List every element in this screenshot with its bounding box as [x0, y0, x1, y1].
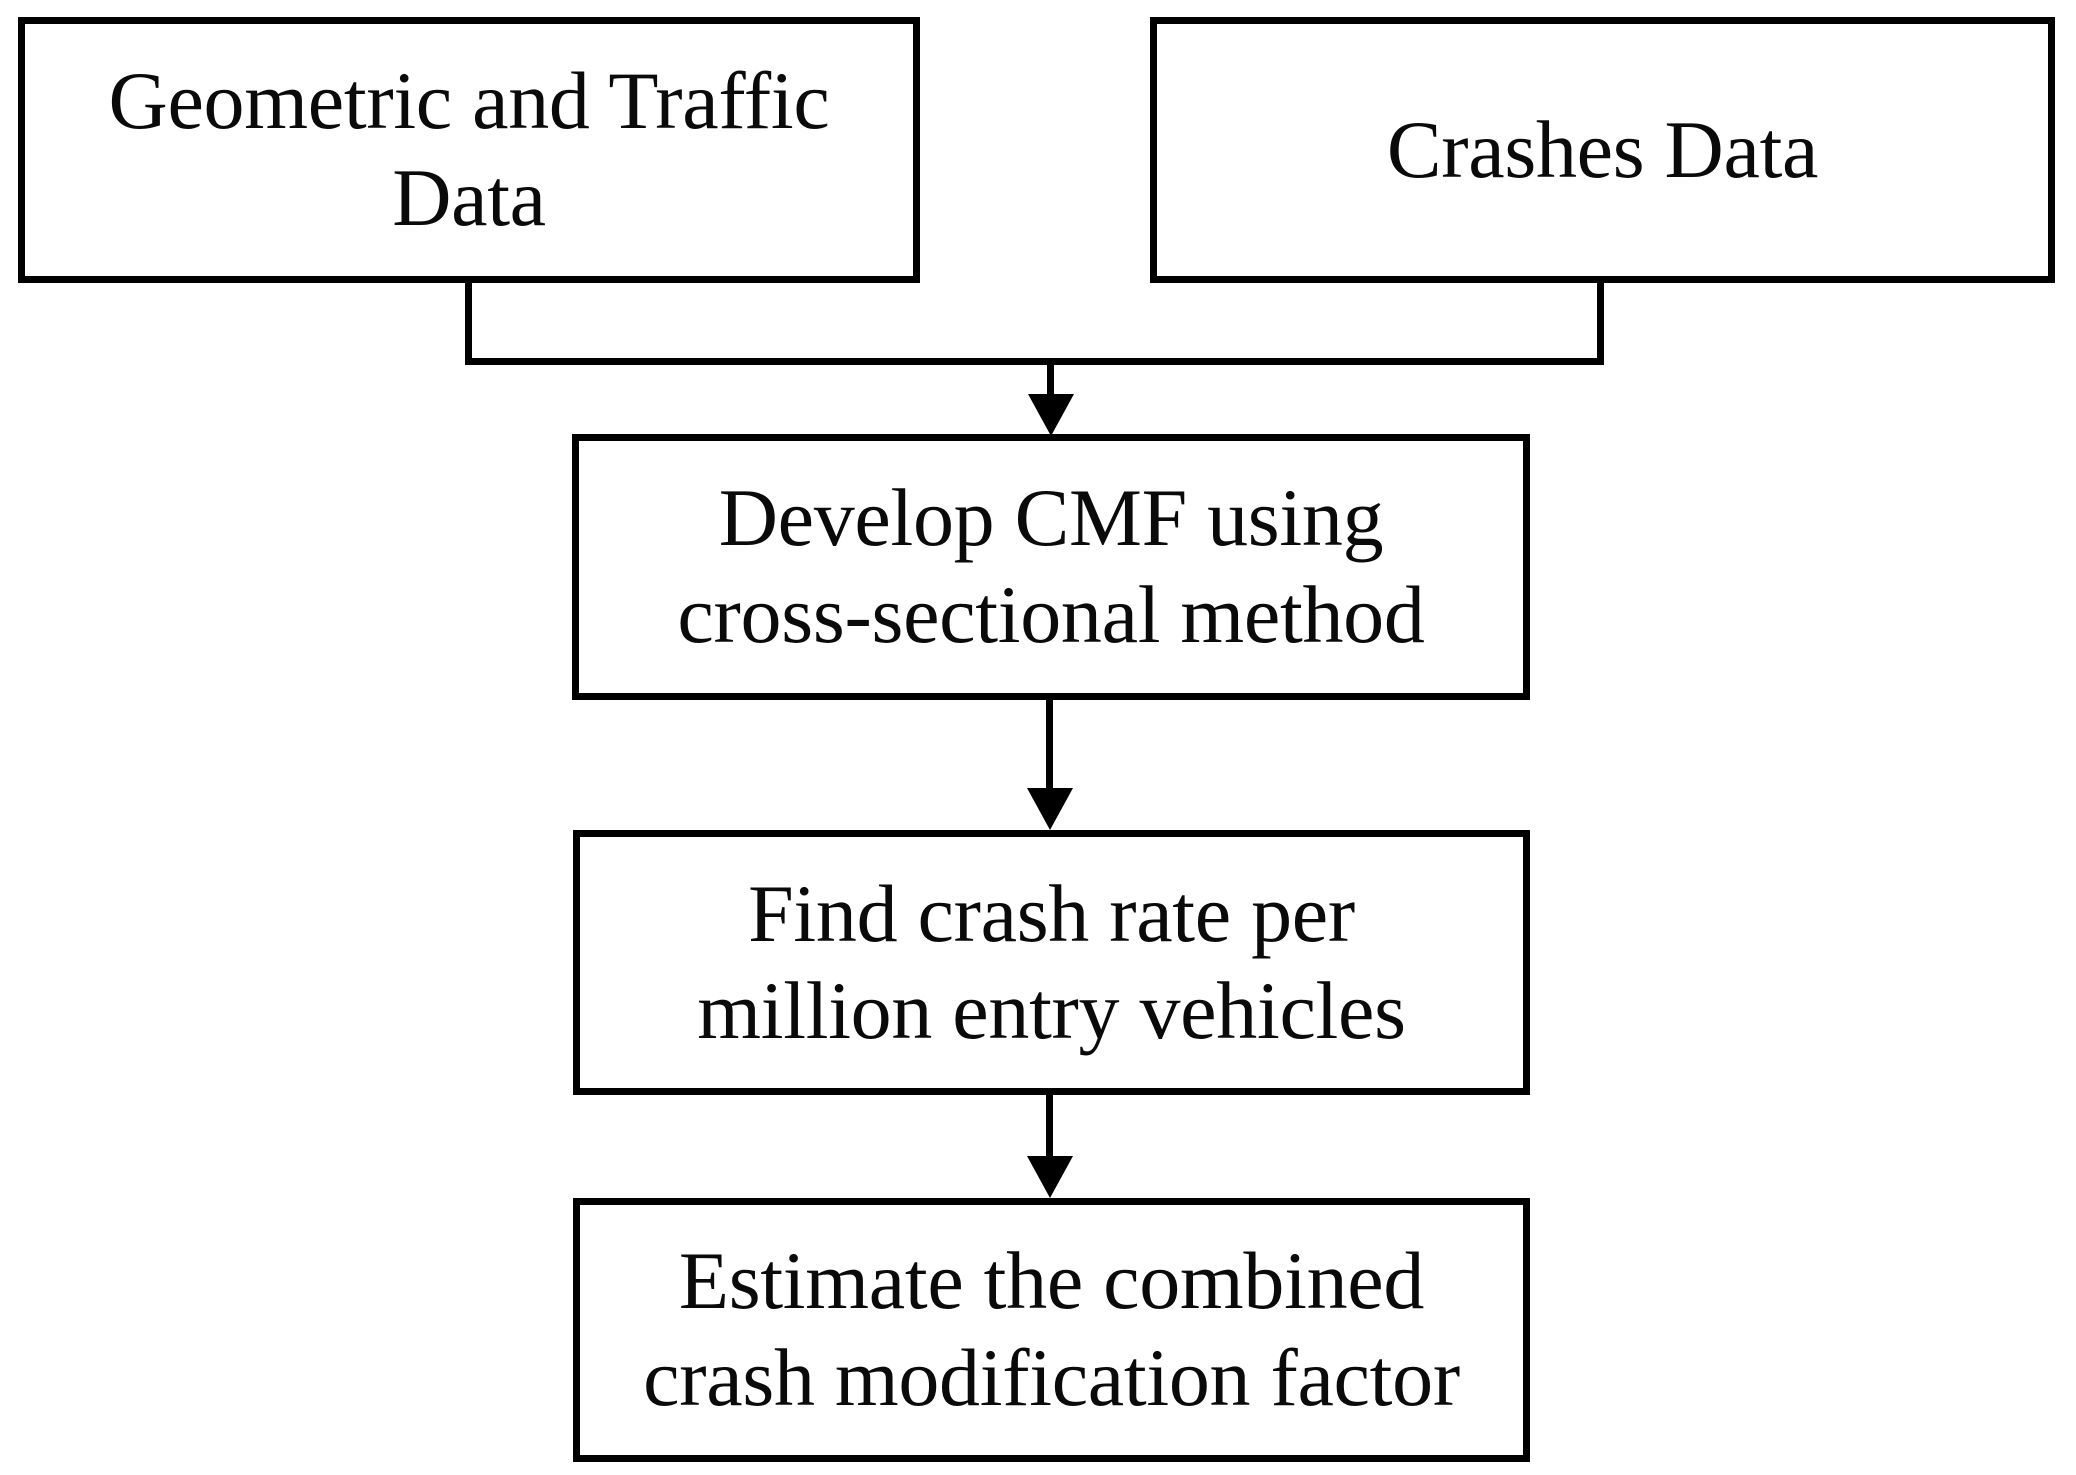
connector-develop-cmf-to-find-crash-rate: [1046, 700, 1053, 796]
node-estimate-combined-cmf[interactable]: Estimate the combined crash modification…: [573, 1198, 1530, 1462]
arrowhead-down-icon-merge-to-develop-cmf: [1028, 394, 1074, 436]
node-develop-cmf[interactable]: Develop CMF using cross-sectional method: [572, 434, 1530, 700]
node-label-estimate-combined-cmf: Estimate the combined crash modification…: [643, 1235, 1460, 1423]
node-geometric-and-traffic-data[interactable]: Geometric and Traffic Data: [18, 17, 920, 283]
arrowhead-down-icon-find-to-estimate: [1027, 1156, 1073, 1198]
connector-find-crash-rate-to-estimate-cmf: [1046, 1095, 1053, 1163]
node-find-crash-rate[interactable]: Find crash rate per million entry vehicl…: [573, 830, 1530, 1095]
connector-merge-to-develop-cmf-stem: [1047, 358, 1054, 406]
node-label-develop-cmf: Develop CMF using cross-sectional method: [677, 472, 1425, 660]
node-crashes-data[interactable]: Crashes Data: [1150, 17, 2055, 283]
node-label-find-crash-rate: Find crash rate per million entry vehicl…: [697, 867, 1406, 1056]
arrowhead-down-icon-develop-to-find: [1027, 788, 1073, 830]
connector-geometric-data-dropline: [465, 283, 472, 365]
connector-crashes-data-dropline: [1597, 283, 1604, 365]
connector-merge-horizontal-bar: [465, 358, 1604, 365]
node-label-crashes-data: Crashes Data: [1386, 103, 1819, 195]
node-label-geometric-and-traffic-data: Geometric and Traffic Data: [108, 55, 830, 243]
